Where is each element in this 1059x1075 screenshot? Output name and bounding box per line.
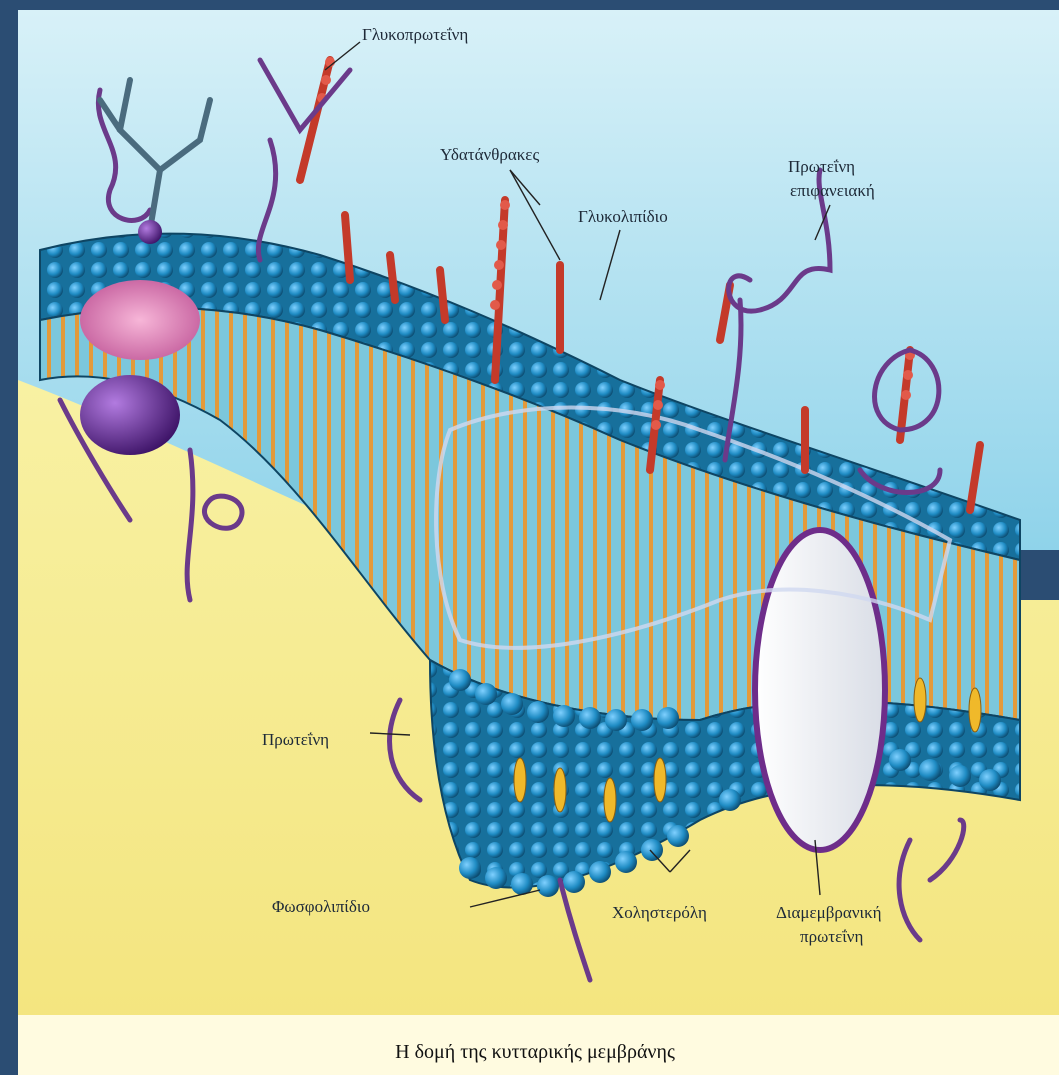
pink-lipid-raft bbox=[80, 280, 200, 360]
label-transmembrane-line1: Διαμεμβρανική bbox=[776, 903, 882, 922]
label-cholesterol: Χοληστερόλη bbox=[612, 903, 707, 922]
peripheral-protein-left bbox=[80, 375, 180, 455]
label-peripheral-protein-line2: επιφανειακή bbox=[790, 181, 875, 200]
glycolipid-knob bbox=[138, 220, 162, 244]
label-protein: Πρωτεΐνη bbox=[262, 730, 329, 749]
figure-caption: Η δομή της κυτταρικής μεμβράνης bbox=[395, 1041, 675, 1063]
label-glycolipid: Γλυκολιπίδιο bbox=[578, 207, 668, 226]
label-glycoprotein-top: Γλυκοπρωτεΐνη bbox=[362, 25, 468, 44]
label-transmembrane-line2: πρωτεΐνη bbox=[800, 927, 863, 946]
transmembrane-protein bbox=[755, 530, 885, 850]
label-peripheral-protein-line1: Πρωτεΐνη bbox=[788, 157, 855, 176]
label-carbohydrates: Υδατάνθρακες bbox=[440, 145, 539, 164]
label-phospholipid: Φωσφολιπίδιο bbox=[272, 897, 370, 916]
